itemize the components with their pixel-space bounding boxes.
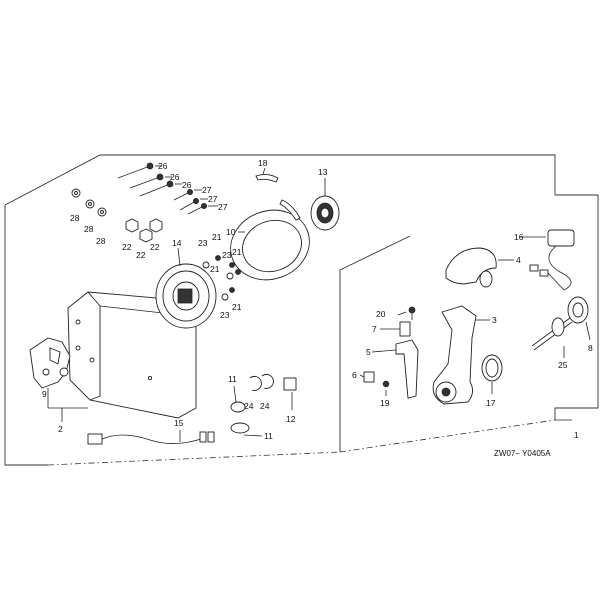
label-26c: 26 [182, 180, 192, 190]
part-labels: 26 26 26 27 27 27 28 28 28 22 22 22 14 1… [42, 158, 593, 458]
label-22b: 22 [136, 250, 146, 260]
label-27a: 27 [202, 185, 212, 195]
label-21c: 21 [210, 264, 220, 274]
label-23a: 23 [198, 238, 208, 248]
label-18: 18 [258, 158, 268, 168]
label-26a: 26 [158, 161, 168, 171]
label-24b: 24 [260, 401, 270, 411]
label-24a: 24 [244, 401, 254, 411]
label-20: 20 [376, 309, 386, 319]
label-5: 5 [366, 347, 371, 357]
washers-part-23 [202, 261, 234, 301]
label-27b: 27 [208, 194, 218, 204]
label-4: 4 [516, 255, 521, 265]
label-27c: 27 [218, 202, 228, 212]
label-28c: 28 [96, 236, 106, 246]
label-6: 6 [352, 370, 357, 380]
label-14: 14 [172, 238, 182, 248]
washers-part-28 [71, 188, 107, 217]
clip-part-18 [255, 173, 301, 221]
assembly-frame [4, 154, 599, 466]
label-9: 9 [42, 389, 47, 399]
oring-part-17 [481, 354, 503, 382]
label-16: 16 [514, 232, 524, 242]
label-2: 2 [58, 424, 63, 434]
label-21b: 21 [232, 247, 242, 257]
label-26b: 26 [170, 172, 180, 182]
bolts-part-21 [215, 255, 241, 293]
gear-part-13 [310, 195, 340, 231]
label-28b: 28 [84, 224, 94, 234]
label-25: 25 [558, 360, 568, 370]
side-cover-housing [67, 291, 197, 419]
label-13: 13 [318, 167, 328, 177]
leader-lines [47, 165, 591, 442]
label-11a: 11 [228, 374, 237, 384]
screws-part-27 [173, 188, 207, 215]
label-3: 3 [492, 315, 497, 325]
label-28a: 28 [70, 213, 80, 223]
screws-part-26 [117, 162, 174, 197]
label-17: 17 [486, 398, 496, 408]
label-23b: 23 [222, 250, 232, 260]
pulley-part-14 [155, 263, 217, 329]
label-21a: 21 [212, 232, 222, 242]
parts-11-24-12 [230, 374, 297, 434]
label-7: 7 [372, 324, 377, 334]
label-23c: 23 [220, 310, 230, 320]
label-11b: 11 [264, 431, 273, 441]
label-15: 15 [174, 418, 184, 428]
cover-part-4 [445, 247, 497, 288]
label-22c: 22 [150, 242, 160, 252]
shaft-part-25-cap-part-8 [531, 296, 589, 351]
diagram-code: ZW07− Y0405A [494, 449, 551, 458]
ring-cover-part-10 [230, 209, 310, 281]
label-22a: 22 [122, 242, 132, 252]
label-21d: 21 [232, 302, 242, 312]
bracket-part-9 [29, 337, 71, 389]
small-parts-5-6-7-19-20 [363, 306, 419, 399]
switch-part-16 [529, 229, 575, 291]
label-12: 12 [286, 414, 296, 424]
label-1: 1 [574, 430, 579, 440]
label-19: 19 [380, 398, 390, 408]
nuts-part-22 [125, 218, 163, 243]
lever-part-3 [432, 305, 477, 405]
wire-harness-part-15 [87, 431, 215, 445]
label-10: 10 [226, 227, 236, 237]
label-8: 8 [588, 343, 593, 353]
